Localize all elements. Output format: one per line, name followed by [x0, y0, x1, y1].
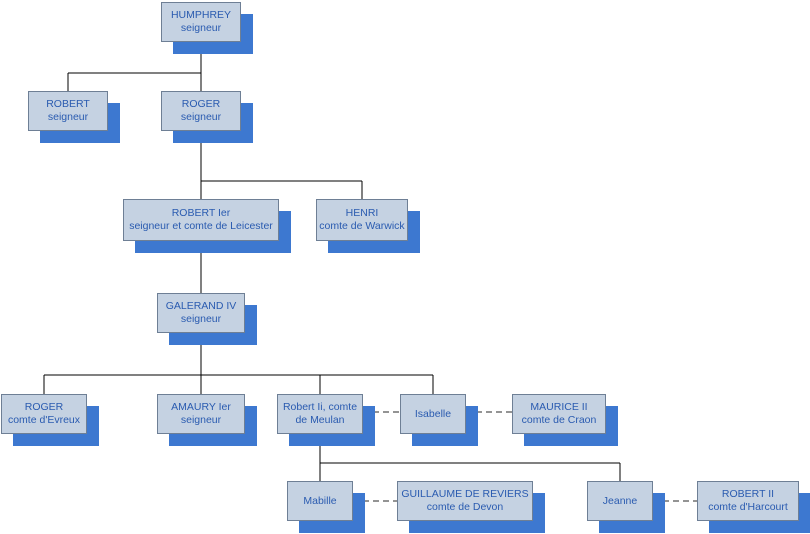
node-name: Mabille	[303, 494, 337, 507]
node-title: seigneur	[180, 111, 222, 123]
node-name: ROBERT Ier	[171, 207, 231, 219]
node-title: seigneur	[180, 22, 222, 34]
node-title: seigneur	[180, 313, 222, 325]
node-title: comte de Warwick	[319, 220, 405, 232]
node-name: HENRI	[345, 207, 379, 219]
node-box: Isabelle	[400, 394, 466, 434]
node-name: MAURICE II	[530, 401, 588, 413]
node-name: HUMPHREY	[170, 9, 232, 21]
node-title: comte d'Evreux	[7, 414, 81, 426]
node-name: Jeanne	[602, 494, 638, 507]
node-box: Mabille	[287, 481, 353, 521]
node-name: Isabelle	[414, 407, 452, 420]
node-name: AMAURY Ier	[171, 401, 231, 413]
node-title: comte de Craon	[521, 414, 597, 426]
node-title: seigneur et comte de Leicester	[129, 220, 273, 232]
node-name: ROGER	[24, 401, 64, 413]
node-title: comte de Devon	[426, 501, 504, 513]
node-name: Robert Ii, comte	[282, 401, 358, 413]
node-title: de Meulan	[295, 414, 345, 426]
node-name: GALERAND IV	[165, 300, 237, 312]
node-jeanne: Jeanne	[587, 481, 665, 533]
node-title: seigneur	[47, 111, 89, 123]
node-title: seigneur	[180, 414, 222, 426]
node-isabelle: Isabelle	[400, 394, 478, 446]
node-mabille: Mabille	[287, 481, 365, 533]
node-title: comte d'Harcourt	[708, 501, 788, 513]
node-box: Jeanne	[587, 481, 653, 521]
node-name: GUILLAUME DE REVIERS	[401, 488, 529, 500]
node-name: ROBERT	[46, 98, 90, 110]
node-name: ROGER	[181, 98, 221, 110]
node-name: ROBERT II	[721, 488, 775, 500]
